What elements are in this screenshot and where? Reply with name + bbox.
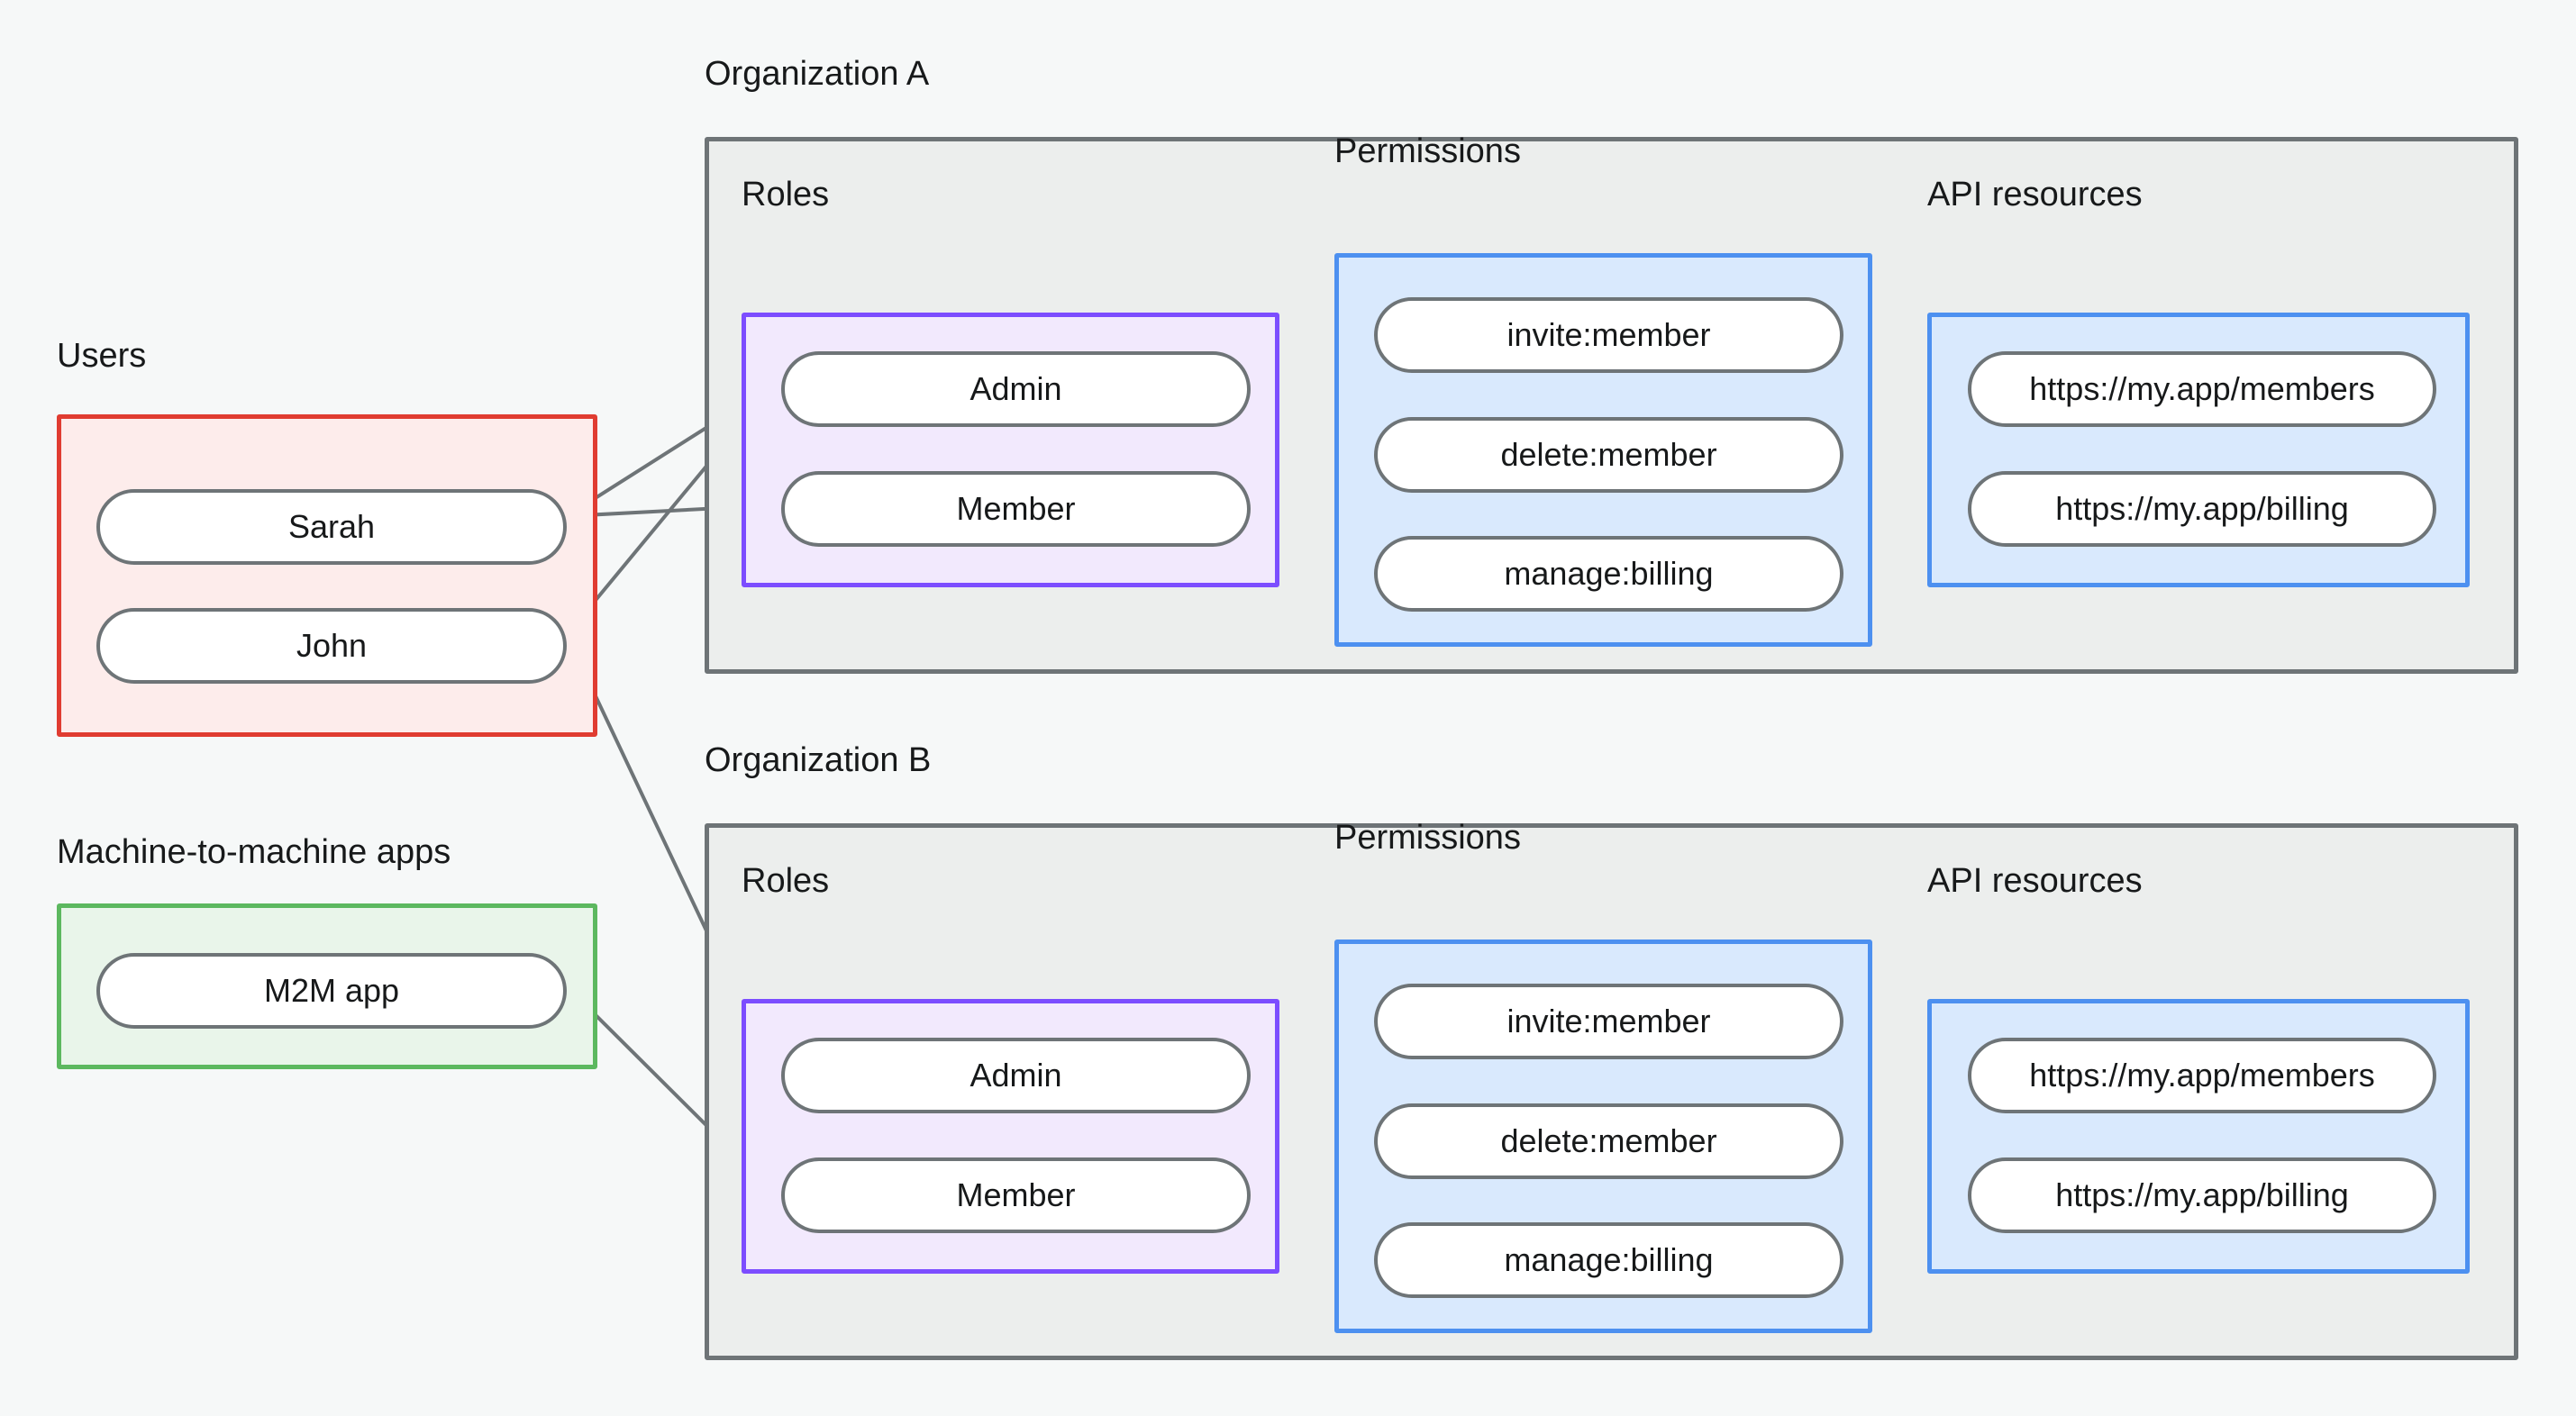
organization-a-caption: Organization A xyxy=(705,55,930,93)
users-group: Sarah John xyxy=(57,414,597,737)
orga-role-admin[interactable]: Admin xyxy=(781,351,1251,427)
m2m-group: M2M app xyxy=(57,903,597,1069)
user-node-john[interactable]: John xyxy=(96,608,567,684)
user-node-sarah[interactable]: Sarah xyxy=(96,489,567,565)
orga-roles-caption: Roles xyxy=(742,176,830,213)
orgb-api-resources-group: https://my.app/members https://my.app/bi… xyxy=(1927,999,2470,1274)
orgb-permission-invite-member[interactable]: invite:member xyxy=(1374,984,1843,1059)
orgb-role-member[interactable]: Member xyxy=(781,1157,1251,1233)
orgb-permissions-caption: Permissions xyxy=(1334,819,1521,857)
orga-api-resource-billing[interactable]: https://my.app/billing xyxy=(1968,471,2436,547)
orgb-roles-group: Admin Member xyxy=(742,999,1279,1274)
orgb-permissions-group: invite:member delete:member manage:billi… xyxy=(1334,939,1872,1333)
orga-permissions-group: invite:member delete:member manage:billi… xyxy=(1334,253,1872,647)
orga-api-resource-members[interactable]: https://my.app/members xyxy=(1968,351,2436,427)
orgb-api-resource-billing[interactable]: https://my.app/billing xyxy=(1968,1157,2436,1233)
orga-permission-manage-billing[interactable]: manage:billing xyxy=(1374,536,1843,612)
orga-permission-invite-member[interactable]: invite:member xyxy=(1374,297,1843,373)
orga-roles-group: Admin Member xyxy=(742,313,1279,587)
orgb-role-admin[interactable]: Admin xyxy=(781,1038,1251,1113)
orga-role-member[interactable]: Member xyxy=(781,471,1251,547)
organization-a-container: Roles Admin Member Permissions invite:me… xyxy=(705,132,2518,674)
m2m-node-app[interactable]: M2M app xyxy=(96,953,567,1029)
organization-b-container: Roles Admin Member Permissions invite:me… xyxy=(705,819,2518,1360)
orgb-api-resource-members[interactable]: https://my.app/members xyxy=(1968,1038,2436,1113)
orga-permissions-caption: Permissions xyxy=(1334,132,1521,170)
orgb-permission-manage-billing[interactable]: manage:billing xyxy=(1374,1222,1843,1298)
orga-api-resources-caption: API resources xyxy=(1927,176,2143,213)
orgb-api-resources-caption: API resources xyxy=(1927,862,2143,900)
m2m-caption: Machine-to-machine apps xyxy=(57,833,451,871)
users-caption: Users xyxy=(57,337,147,375)
orgb-permission-delete-member[interactable]: delete:member xyxy=(1374,1103,1843,1179)
orga-api-resources-group: https://my.app/members https://my.app/bi… xyxy=(1927,313,2470,587)
organization-b-caption: Organization B xyxy=(705,741,932,779)
orga-permission-delete-member[interactable]: delete:member xyxy=(1374,417,1843,493)
orgb-roles-caption: Roles xyxy=(742,862,830,900)
